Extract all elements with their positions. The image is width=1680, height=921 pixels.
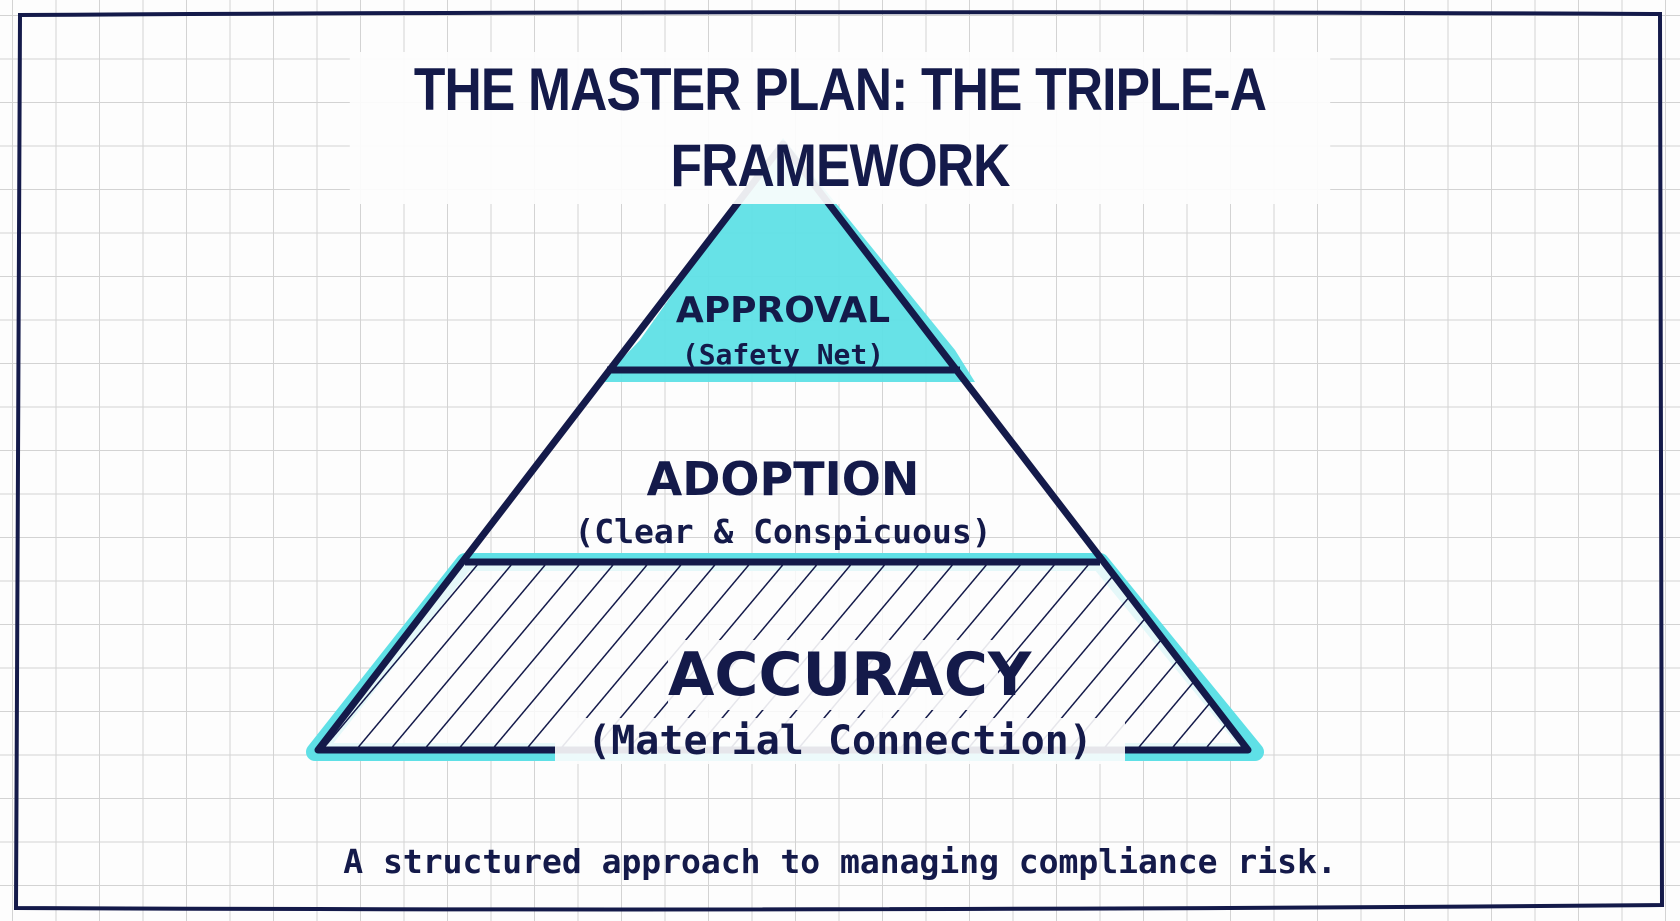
approval-highlight bbox=[600, 138, 975, 382]
tier-approval-name: APPROVAL bbox=[675, 290, 891, 331]
tier-adoption-name: ADOPTION bbox=[646, 452, 920, 506]
page-title: THE MASTER PLAN: THE TRIPLE-A FRAMEWORK bbox=[349, 52, 1331, 204]
tier-adoption-subtitle: (Clear & Conspicuous) bbox=[574, 512, 992, 551]
tier-accuracy-subtitle: (Material Connection) bbox=[555, 718, 1125, 764]
footer-caption: A structured approach to managing compli… bbox=[343, 842, 1337, 881]
tier-accuracy-name: ACCURACY bbox=[668, 640, 1032, 710]
tier-approval-subtitle: (Safety Net) bbox=[681, 338, 885, 371]
frame-border bbox=[13, 10, 1665, 912]
